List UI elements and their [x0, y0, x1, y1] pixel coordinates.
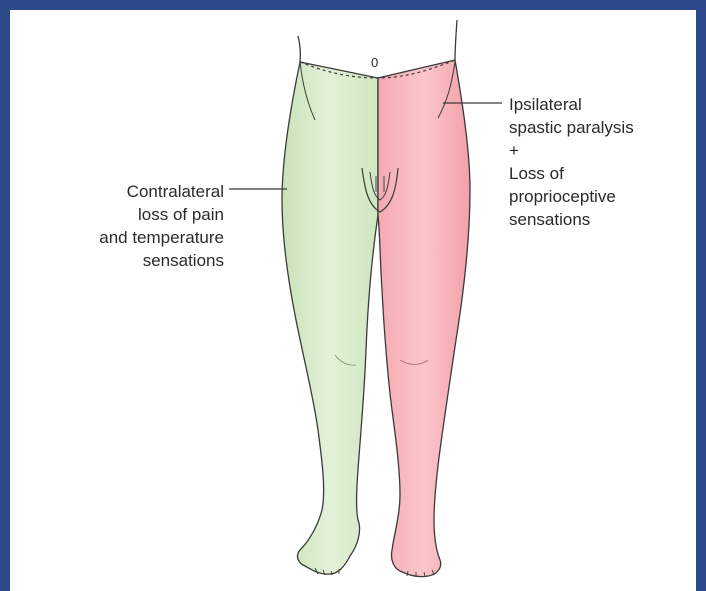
annotation-line: sensations — [99, 249, 224, 272]
left-leg-region — [282, 62, 378, 574]
annotation-line: Loss of — [509, 162, 634, 185]
ipsilateral-annotation: Ipsilateral spastic paralysis + Loss of … — [509, 93, 634, 231]
annotation-line: Ipsilateral — [509, 93, 634, 116]
midline-mark: 0 — [371, 55, 378, 70]
annotation-line: + — [509, 139, 634, 162]
annotation-line: proprioceptive — [509, 185, 634, 208]
torso-left-line — [298, 36, 300, 62]
contralateral-annotation: Contralateral loss of pain and temperatu… — [99, 180, 224, 272]
annotation-line: spastic paralysis — [509, 116, 634, 139]
torso-right-line — [455, 20, 457, 60]
annotation-line: sensations — [509, 208, 634, 231]
annotation-line: and temperature — [99, 226, 224, 249]
annotation-line: Contralateral — [99, 180, 224, 203]
right-leg-region — [378, 60, 470, 577]
annotation-line: loss of pain — [99, 203, 224, 226]
